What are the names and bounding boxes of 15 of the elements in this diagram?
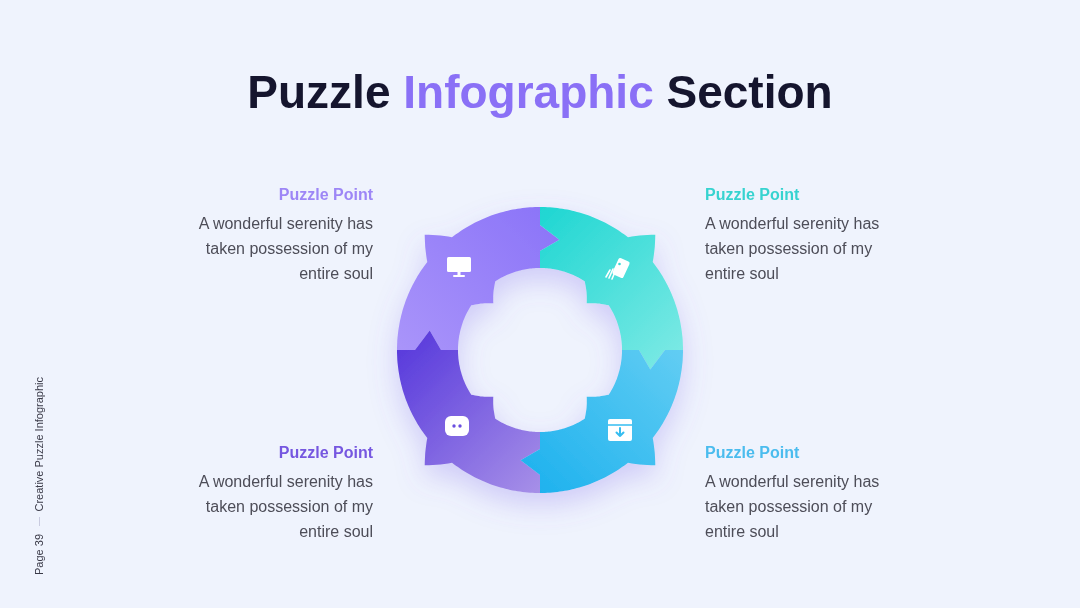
point-heading: Puzzle Point — [705, 185, 801, 205]
puzzle-segment — [520, 350, 683, 493]
point-heading: Puzzle Point — [277, 185, 373, 205]
point-description: A wonderful serenity has taken possession of my entire soul — [705, 214, 881, 284]
puzzle-segment — [397, 207, 560, 350]
point-description: A wonderful serenity has taken possession of my entire soul — [197, 472, 373, 542]
point-heading: Puzzle Point — [277, 443, 373, 463]
page-number: Page 39 — [33, 534, 46, 575]
puzzle-segment — [397, 330, 540, 493]
point-description: A wonderful serenity has taken possession of my entire soul — [705, 472, 881, 542]
point-heading: Puzzle Point — [705, 443, 801, 463]
puzzle-segment — [540, 207, 683, 370]
slide-title: Puzzle Infographic Section — [247, 65, 833, 120]
footer-title: Creative Puzzle Infographic — [33, 377, 46, 512]
point-description: A wonderful serenity has taken possession of my entire soul — [197, 214, 373, 284]
